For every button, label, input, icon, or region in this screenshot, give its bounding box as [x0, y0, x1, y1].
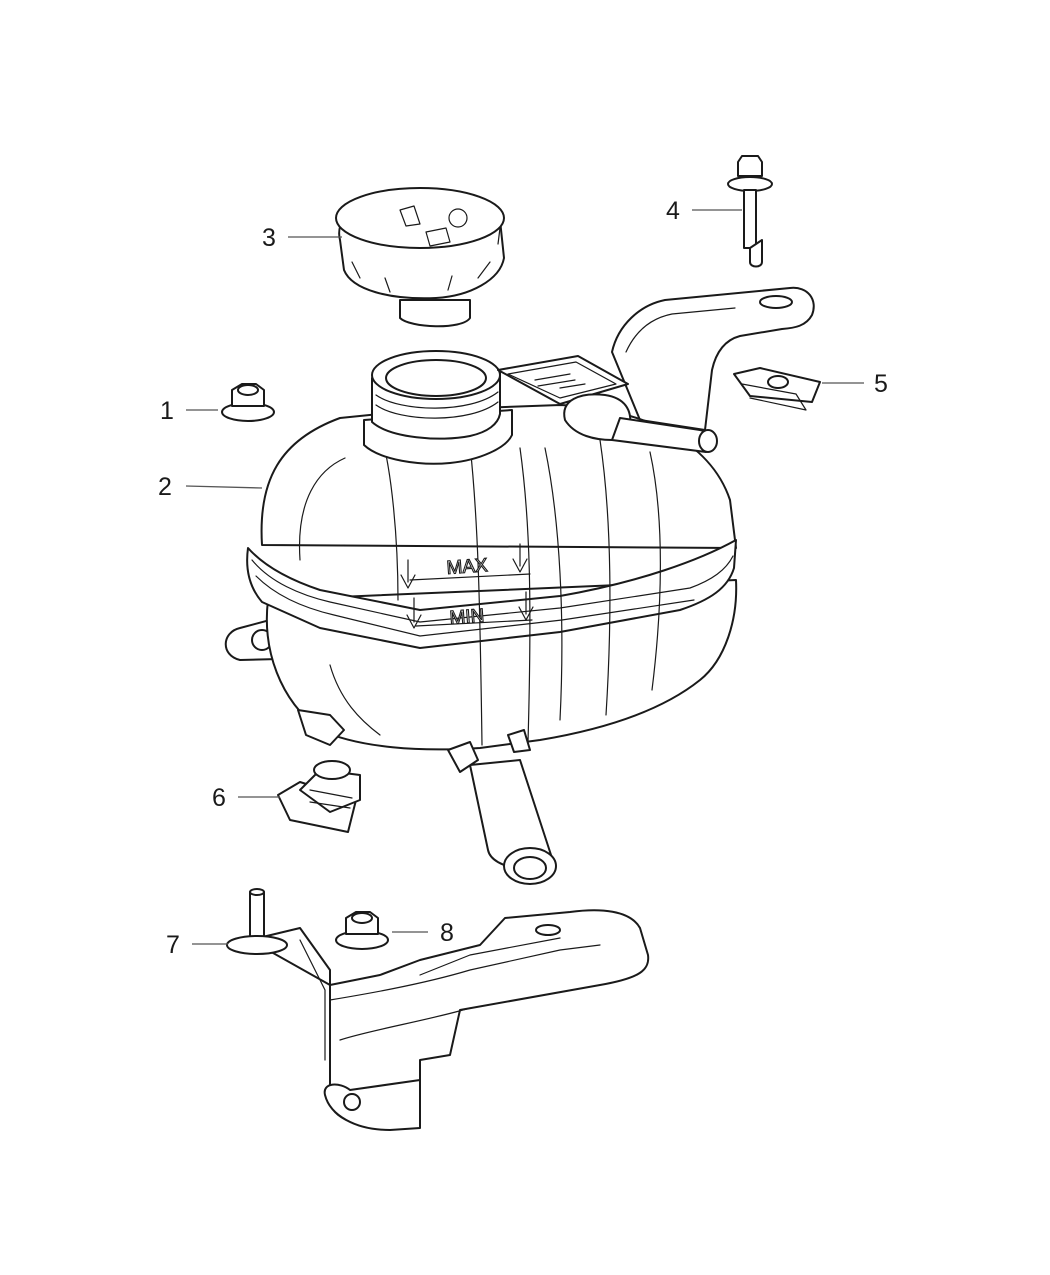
- flange-nut-1: [221, 383, 275, 422]
- reservoir-mounting-arm: [611, 286, 815, 431]
- leader-line-2: [185, 485, 263, 489]
- callout-8: 8: [440, 919, 454, 947]
- stud-7: [226, 888, 288, 955]
- callout-4: 4: [666, 197, 680, 225]
- pressure-cap: [335, 187, 505, 328]
- clip-6: [277, 760, 361, 833]
- bolt: [727, 155, 773, 268]
- callout-3: 3: [262, 224, 276, 252]
- callout-5: 5: [874, 370, 888, 398]
- callout-7: 7: [166, 931, 180, 959]
- callout-6: 6: [212, 784, 226, 812]
- callout-2: 2: [158, 473, 172, 501]
- coolant-reservoir-tank: MAX MIN: [224, 350, 738, 885]
- clip-nut: [733, 367, 821, 411]
- lower-mounting-bracket: [249, 909, 650, 1131]
- max-level-marking: MAX: [446, 555, 489, 579]
- min-level-marking: MIN: [449, 606, 485, 629]
- flange-nut-8: [335, 911, 389, 950]
- callout-1: 1: [160, 397, 174, 425]
